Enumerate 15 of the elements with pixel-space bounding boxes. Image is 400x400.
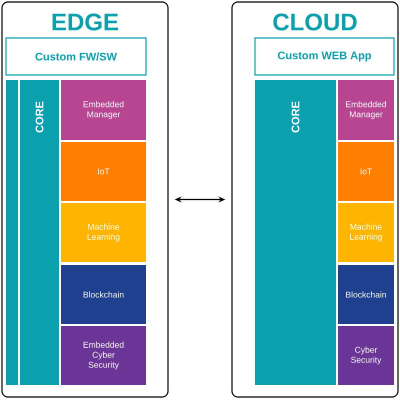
module-box: Embedded Manager xyxy=(338,80,394,140)
module-box: Embedded Manager xyxy=(61,80,146,140)
core-bar: CORE xyxy=(20,80,59,385)
header-box: Custom WEB App xyxy=(254,37,395,76)
module-box: Embedded Cyber Security xyxy=(61,326,146,385)
core-bar: CORE xyxy=(255,80,336,385)
module-box: Blockchain xyxy=(61,265,146,324)
module-box: Blockchain xyxy=(338,265,394,324)
header-box: Custom FW/SW xyxy=(5,37,147,76)
module-box: Machine Learning xyxy=(338,203,394,262)
vertical-bar xyxy=(6,80,18,385)
module-box: Machine Learning xyxy=(61,203,146,262)
module-box: IoT xyxy=(338,142,394,201)
module-box: IoT xyxy=(61,142,146,201)
module-box: Cyber Security xyxy=(338,326,394,385)
